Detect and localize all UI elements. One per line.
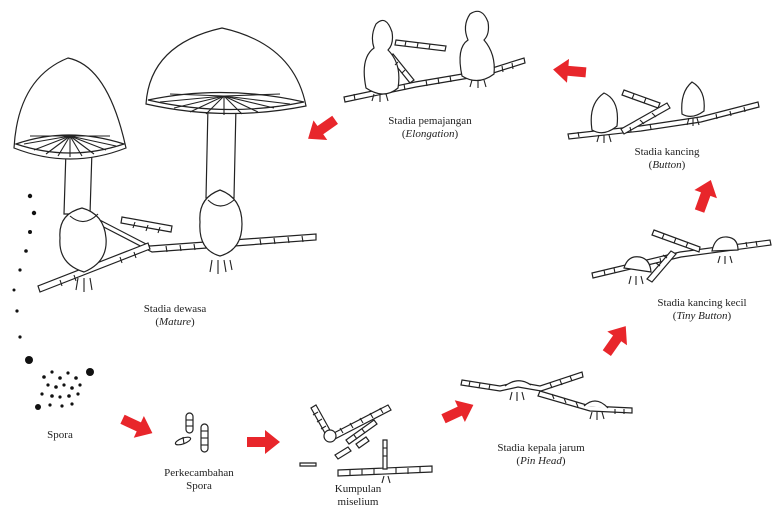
- label-kumpulan-line1: Kumpulan: [335, 483, 381, 495]
- arrow-button-to-elongation: [552, 58, 587, 85]
- arrow-mycelium-to-pinhead: [438, 394, 478, 430]
- label-mature: Stadia dewasa (Mature): [144, 303, 207, 329]
- label-kumpulan-line2: miselium: [338, 496, 379, 508]
- label-perkecambahan-line1: Perkecambahan: [164, 467, 234, 479]
- label-pin-head: Stadia kepala jarum (Pin Head): [497, 442, 584, 468]
- spore-cluster: [25, 356, 94, 410]
- label-elongation-line2: Elongation: [406, 128, 455, 140]
- label-elongation: Stadia pemajangan (Elongation): [388, 115, 471, 141]
- arrow-pinhead-to-tiny: [597, 319, 636, 360]
- arrow-elongation-to-mature: [301, 110, 342, 149]
- label-elongation-line1: Stadia pemajangan: [388, 115, 471, 127]
- label-pinhead-line2: Pin Head: [520, 455, 562, 467]
- label-mature-line1: Stadia dewasa: [144, 303, 207, 315]
- arrow-germination-to-mycelium: [247, 430, 280, 454]
- pin-head-stage: [461, 372, 632, 420]
- label-button-line1: Stadia kancing: [634, 146, 699, 158]
- label-tiny-line2: Tiny Button: [676, 310, 727, 322]
- mature-mushrooms: [14, 28, 316, 292]
- label-perkecambahan: Perkecambahan Spora: [164, 467, 234, 493]
- label-kumpulan-miselium: Kumpulan miselium: [335, 483, 381, 509]
- label-spora: Spora: [47, 429, 73, 442]
- arrow-spora-to-germination: [117, 408, 157, 444]
- label-tiny-line1: Stadia kancing kecil: [657, 297, 746, 309]
- elongation-stage: [344, 11, 525, 102]
- label-button-line2: Button: [652, 159, 681, 171]
- spore-dots-trail: [13, 194, 37, 339]
- label-button: Stadia kancing (Button): [634, 146, 699, 172]
- arrow-tiny-to-button: [688, 176, 722, 215]
- label-spora-line1: Spora: [47, 429, 73, 441]
- label-pinhead-line1: Stadia kepala jarum: [497, 442, 584, 454]
- mycelium-cluster: [300, 405, 432, 483]
- label-tiny-button: Stadia kancing kecil (Tiny Button): [657, 297, 746, 323]
- button-stage: [568, 82, 759, 143]
- germinating-spores: [175, 413, 208, 452]
- tiny-button-stage: [592, 230, 771, 285]
- label-perkecambahan-line2: Spora: [186, 480, 212, 492]
- label-mature-line2: Mature: [159, 316, 191, 328]
